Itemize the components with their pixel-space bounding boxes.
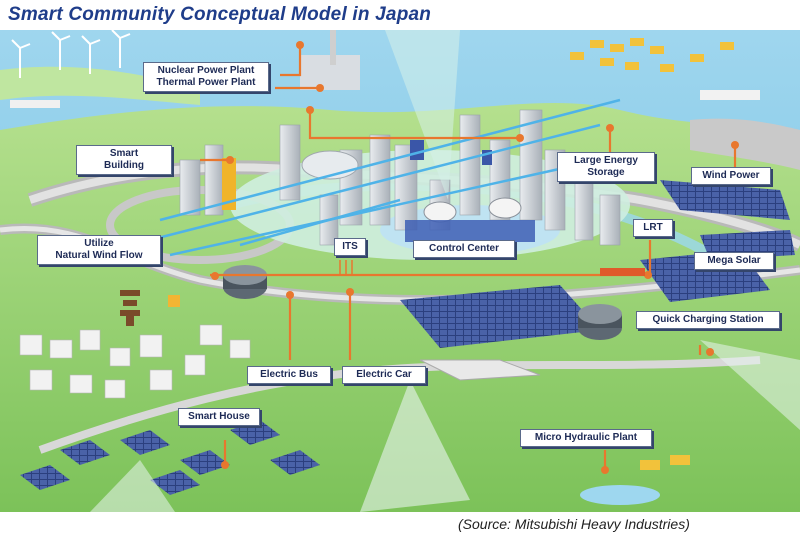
label-electric-bus: Electric Bus xyxy=(247,366,331,384)
label-thermal: Thermal Power Plant xyxy=(156,77,256,88)
source-credit: (Source: Mitsubishi Heavy Industries) xyxy=(458,516,690,532)
city-illustration xyxy=(0,30,800,512)
pagoda xyxy=(120,290,140,326)
label-smart-house: Smart House xyxy=(178,408,260,426)
communication-network xyxy=(149,98,621,257)
harbour-containers xyxy=(570,38,734,72)
label-mega-solar: Mega Solar xyxy=(694,252,774,270)
label-its: ITS xyxy=(334,238,366,256)
label-large-energy-storage: Large Energy Storage xyxy=(557,152,655,182)
control-center-dishes xyxy=(405,197,535,242)
page-title: Smart Community Conceptual Model in Japa… xyxy=(8,4,432,25)
label-lrt: LRT xyxy=(633,219,673,237)
label-natural-wind: Utilize Natural Wind Flow xyxy=(37,235,161,265)
offshore-wind-turbines xyxy=(11,30,131,78)
label-control-center: Control Center xyxy=(413,240,515,258)
residential-houses xyxy=(19,324,251,399)
label-electric-car: Electric Car xyxy=(342,366,426,384)
label-micro-hydraulic-plant: Micro Hydraulic Plant xyxy=(520,429,652,447)
solar-panels xyxy=(400,180,795,348)
lrt-train xyxy=(600,268,645,276)
label-wind-power: Wind Power xyxy=(691,167,771,185)
thermal-plant-illustration xyxy=(300,30,360,90)
smart-houses xyxy=(20,420,320,495)
label-quick-charging-station: Quick Charging Station xyxy=(636,311,780,329)
label-nuclear: Nuclear Power Plant xyxy=(157,65,255,76)
label-smart-building: Smart Building xyxy=(76,145,172,175)
label-nuclear-thermal: Nuclear Power Plant Thermal Power Plant xyxy=(143,62,269,92)
